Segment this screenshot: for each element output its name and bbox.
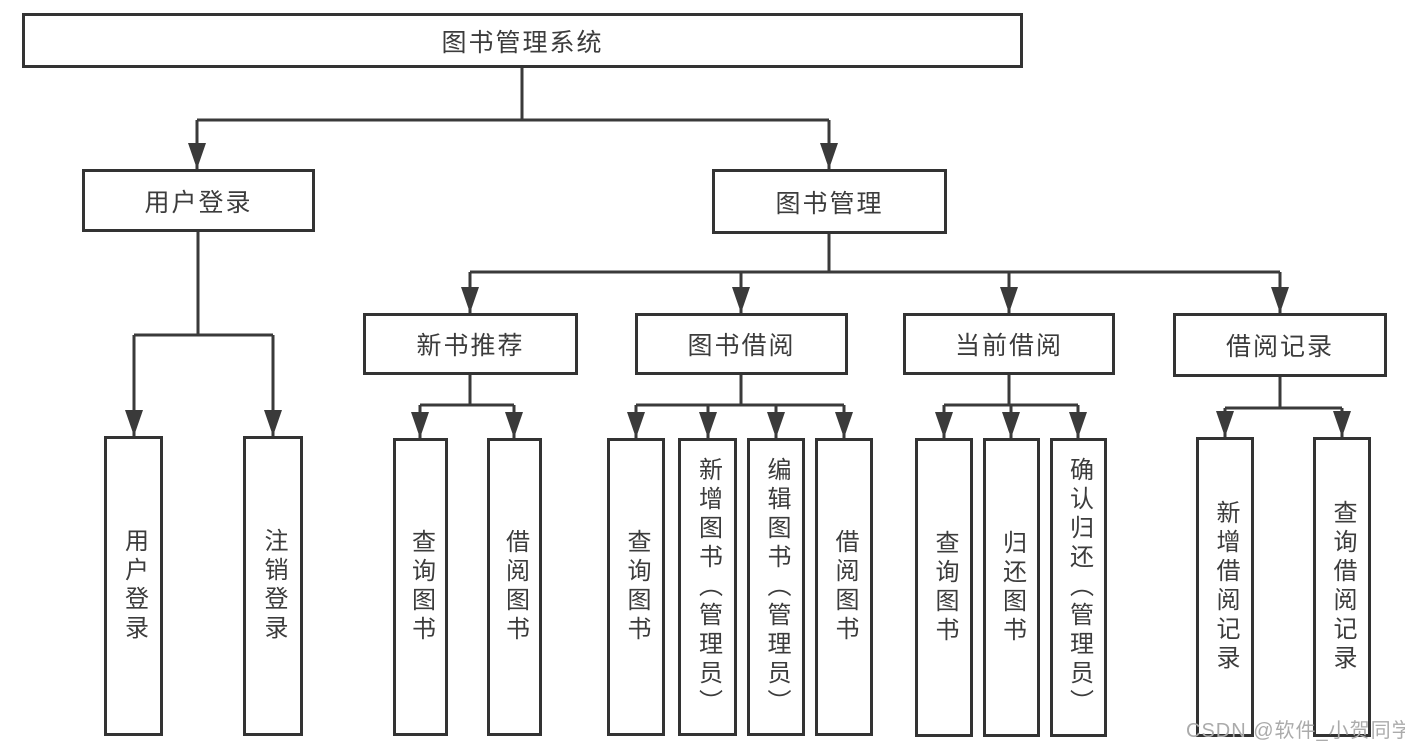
node-current-borrowing: 当前借阅	[903, 313, 1115, 375]
leaf-edit-books-admin: 编辑图书（管理员）	[747, 438, 805, 736]
leaf-query-books-borrowing: 查询图书	[607, 438, 665, 736]
leaf-borrow-books-recommend: 借阅图书	[487, 438, 542, 736]
node-user-login: 用户登录	[82, 169, 315, 232]
leaf-add-borrow-record: 新增借阅记录	[1196, 437, 1254, 737]
leaf-query-books-current: 查询图书	[915, 438, 973, 737]
leaf-query-borrow-record: 查询借阅记录	[1313, 437, 1371, 737]
leaf-logout: 注销登录	[243, 436, 303, 736]
node-borrowing-records: 借阅记录	[1173, 313, 1387, 377]
leaf-user-login: 用户登录	[104, 436, 163, 736]
node-book-borrowing: 图书借阅	[635, 313, 848, 375]
leaf-borrow-books-borrowing: 借阅图书	[815, 438, 873, 736]
leaf-add-books-admin: 新增图书（管理员）	[678, 438, 737, 736]
node-library-management-system: 图书管理系统	[22, 13, 1023, 68]
leaf-confirm-return-admin: 确认归还（管理员）	[1050, 438, 1107, 737]
leaf-query-books-recommend: 查询图书	[393, 438, 448, 736]
watermark: CSDN @软件_小贺同学	[1186, 720, 1405, 742]
node-book-management: 图书管理	[712, 169, 947, 234]
node-new-book-recommendation: 新书推荐	[363, 313, 578, 375]
leaf-return-books: 归还图书	[983, 438, 1040, 737]
